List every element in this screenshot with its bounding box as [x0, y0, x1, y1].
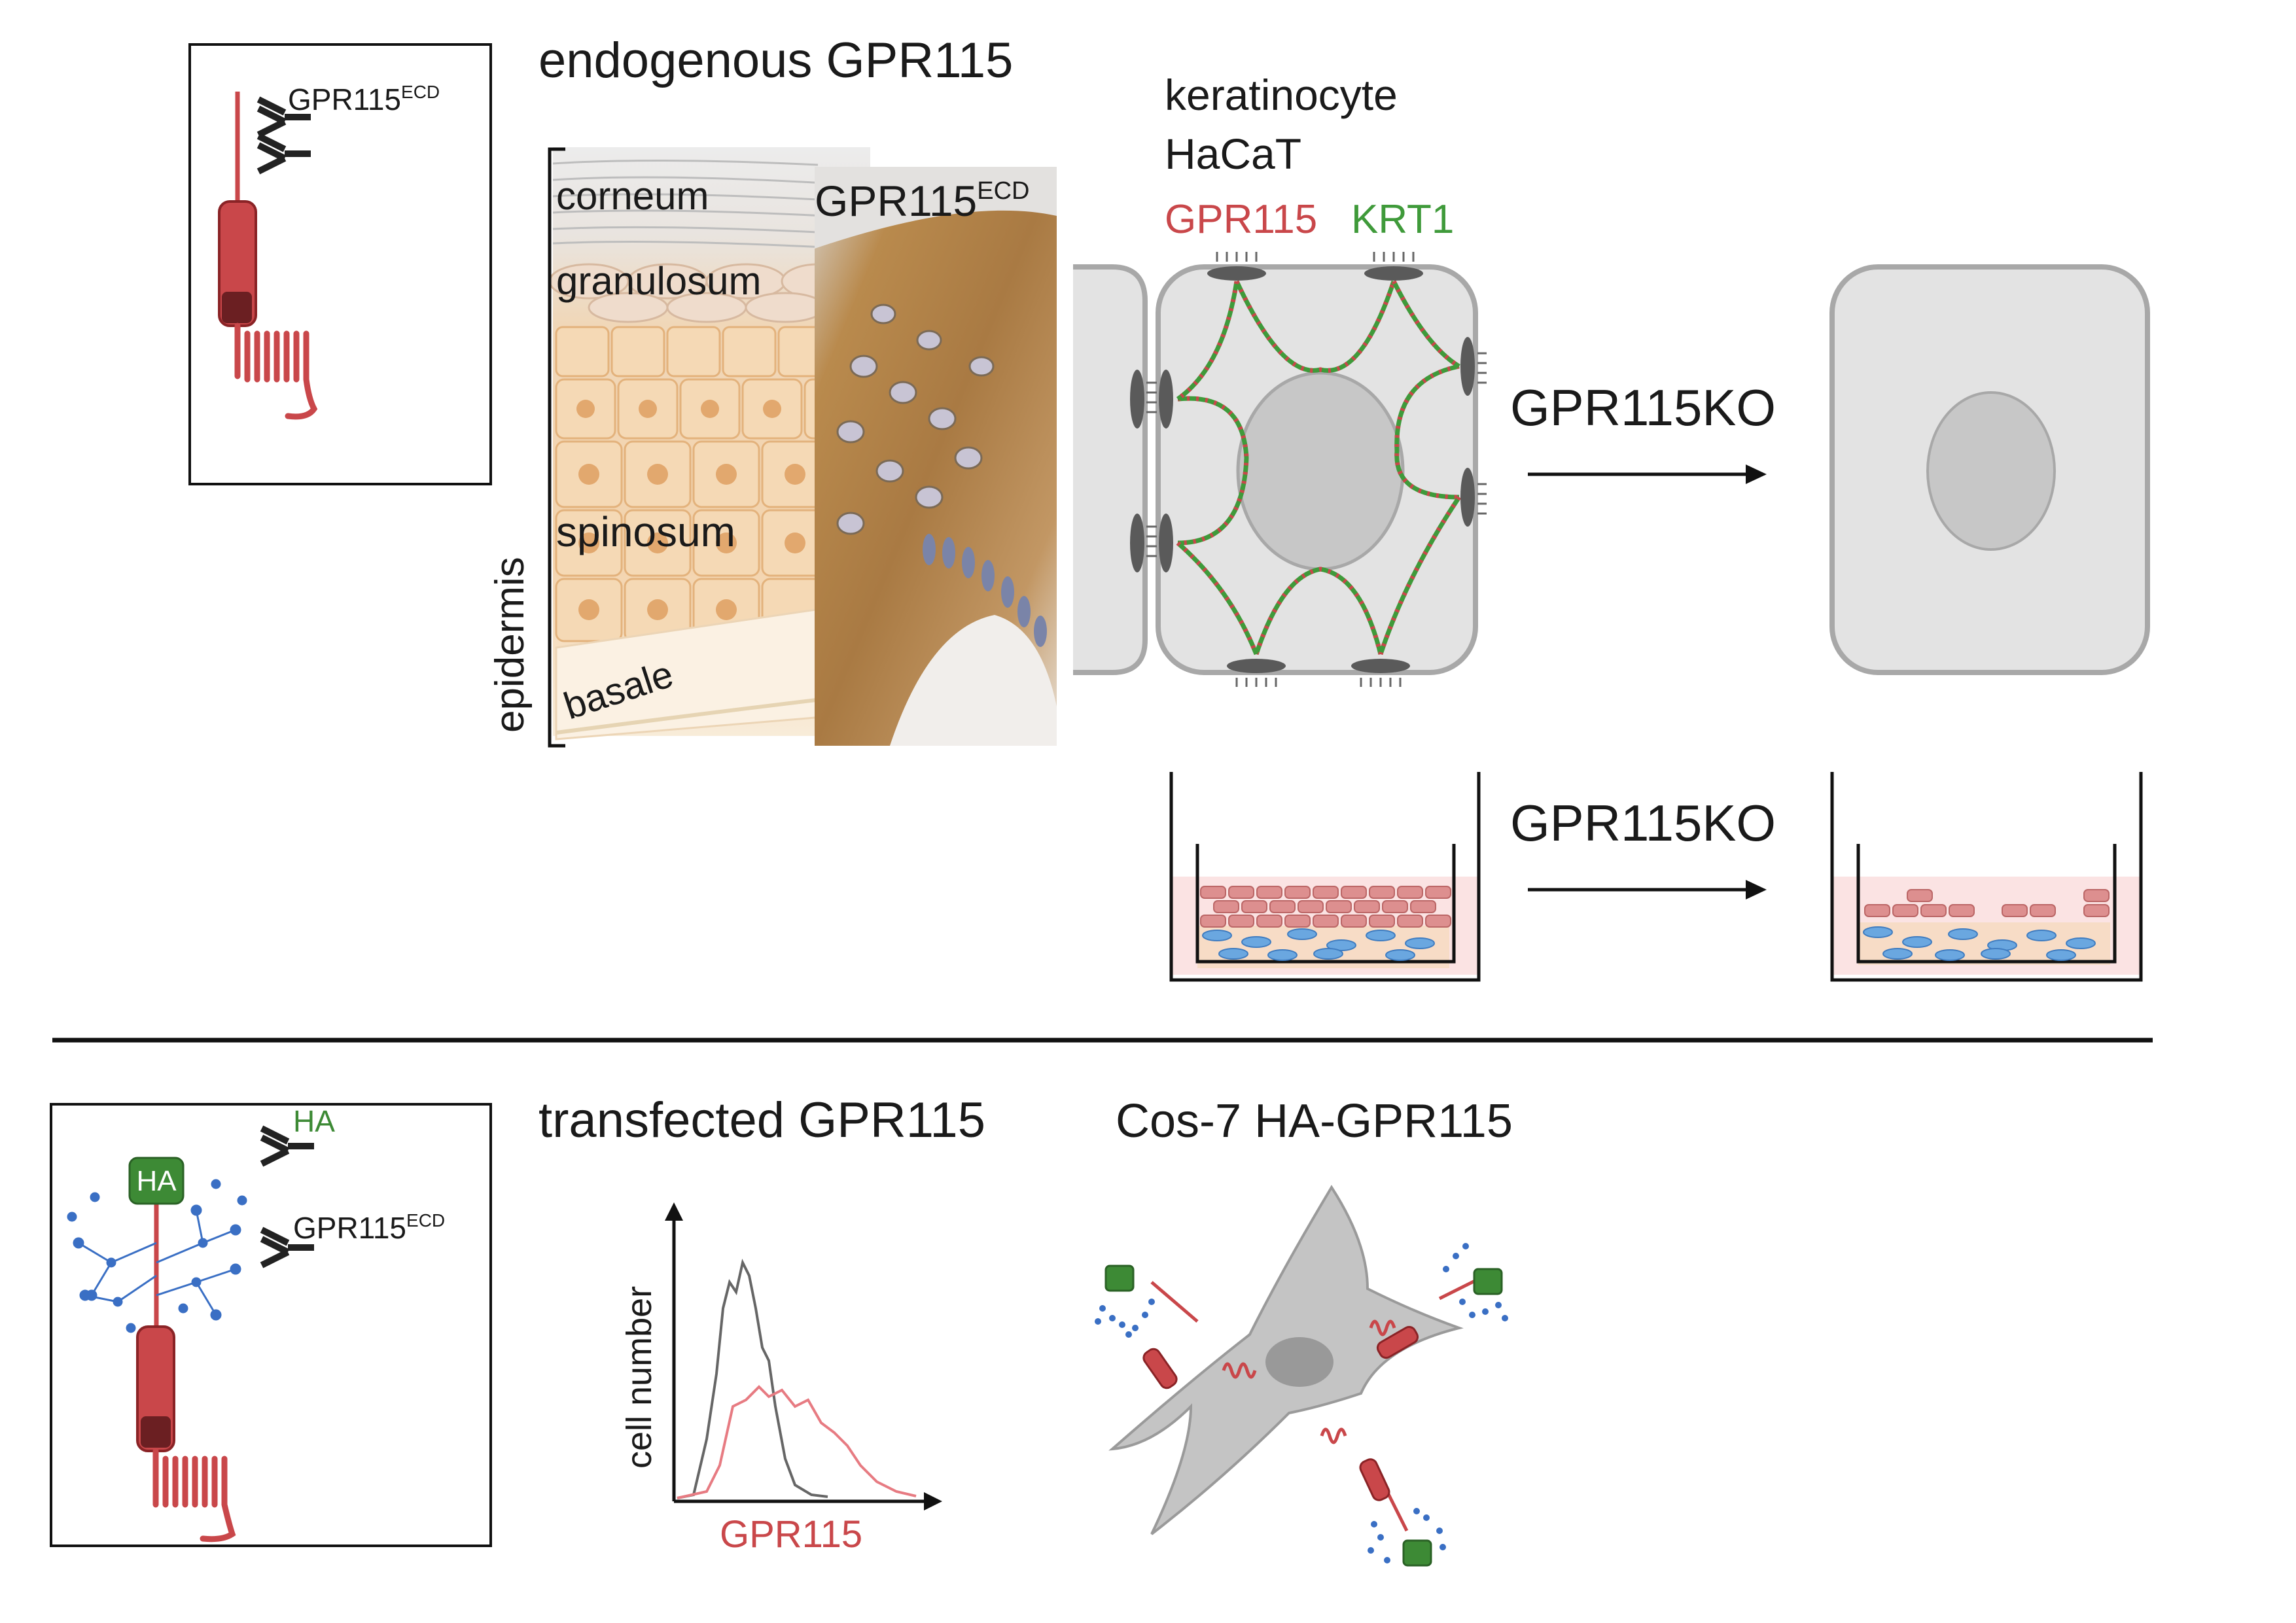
nucleus	[1236, 371, 1405, 571]
title-endogenous: endogenous GPR115	[539, 33, 1013, 88]
keratinocyte-title: keratinocyte	[1165, 71, 1398, 119]
histogram-xlabel: GPR115	[720, 1513, 862, 1556]
knockout-cell	[1829, 264, 2150, 675]
nucleus-cos7	[1265, 1337, 1333, 1387]
arrow-knockout-cells	[1528, 464, 1767, 484]
ihc-basal-nuclei	[923, 534, 1047, 647]
nucleus-ko	[1926, 391, 2056, 551]
receptor-transmembrane-helices	[152, 1448, 236, 1543]
glycan-trees	[67, 1179, 247, 1333]
knockout-label-cells: GPR115KO	[1510, 379, 1776, 436]
legend-gpr115: GPR115	[1165, 197, 1317, 242]
culture-well-wildtype	[1169, 772, 1481, 982]
receptor-transmembrane-helices	[234, 323, 318, 420]
ha-tag	[128, 1157, 185, 1205]
bottom-panel: HA HA GPR115ECD transfected GPR115 cell …	[50, 1092, 1513, 1567]
membrane-receptors	[1150, 1277, 1480, 1532]
stain-label-ecd: GPR115ECD	[815, 177, 1029, 225]
keratinocyte-layer	[1200, 886, 1451, 928]
arrow-knockout-culture	[1528, 880, 1767, 899]
title-cos7: Cos-7 HA-GPR115	[1116, 1095, 1513, 1147]
desmosome-cadherins	[1146, 252, 1487, 687]
epidermis-label: epidermis	[487, 557, 533, 733]
corneum-lines	[552, 159, 825, 249]
antibody-label-ha: HA	[293, 1104, 335, 1138]
receptor-stachel	[222, 292, 252, 323]
flow-histogram: cell number GPR115	[620, 1202, 942, 1556]
receptor-domains	[1142, 1325, 1419, 1501]
desmosomes	[1130, 266, 1475, 673]
neighbor-cell	[1073, 264, 1148, 675]
layer-label-spinosum: spinosum	[556, 508, 735, 555]
fibroblast-layer	[1202, 928, 1435, 961]
knockout-label-culture: GPR115KO	[1510, 794, 1776, 852]
keratinocyte-layer-ko	[1864, 889, 2110, 917]
keratin-filaments	[1176, 280, 1461, 655]
ha-tag-label: HA	[136, 1165, 177, 1197]
culture-well-knockout	[1830, 772, 2143, 982]
cos7-cell	[1095, 1185, 1508, 1567]
cell-nuclei	[576, 400, 805, 620]
histogram-control	[677, 1259, 828, 1499]
layer-label-granulosum: granulosum	[556, 259, 762, 303]
epidermis-schematic: corneum granulosum spinosum basale GPR11…	[487, 147, 1057, 748]
fibroblast-layer-ko	[1863, 926, 2096, 961]
receptor-box-transfected: HA HA GPR115ECD	[50, 1103, 492, 1547]
glycans-on-cell	[1095, 1243, 1508, 1563]
epidermis-bracket	[548, 147, 565, 748]
histogram-ylabel: cell number	[620, 1286, 659, 1469]
ha-tags-on-cell	[1104, 1265, 1503, 1567]
receptor-stachel	[141, 1416, 171, 1448]
title-transfected: transfected GPR115	[539, 1092, 985, 1148]
ihc-nuclei	[836, 304, 995, 535]
top-panel: GPR115ECD endogenous GPR115	[188, 33, 2150, 982]
hacat-title: HaCaT	[1165, 130, 1301, 178]
antibody-label-ecd: GPR115ECD	[293, 1210, 445, 1245]
antibody-label-ecd: GPR115ECD	[288, 82, 440, 116]
receptor-box-endogenous: GPR115ECD	[188, 43, 492, 485]
histogram-transfected	[677, 1385, 917, 1499]
legend-krt1: KRT1	[1351, 197, 1454, 242]
layer-label-corneum: corneum	[556, 174, 709, 218]
keratinocyte-cell	[1130, 252, 1487, 687]
